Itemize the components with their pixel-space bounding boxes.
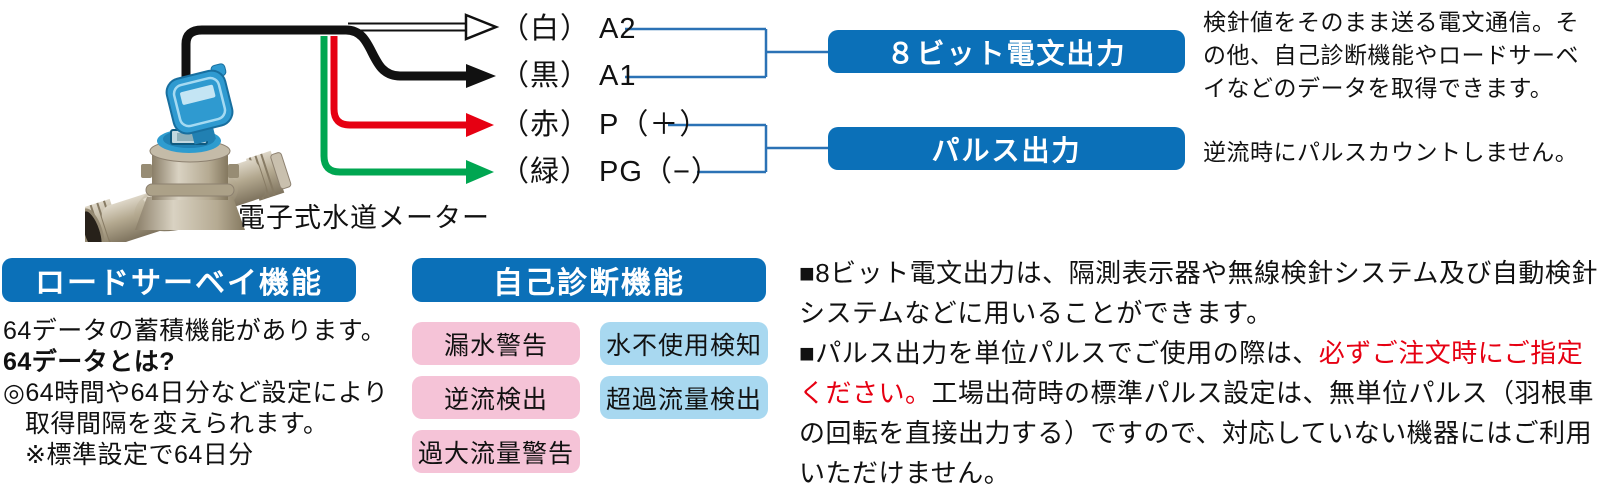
note-pulse-output: ■パルス出力を単位パルスでご使用の際は、必ずご注文時にご指定ください。工場出荷時…: [799, 333, 1600, 492]
wire-label-green-pg: （緑） PG（−）: [500, 156, 721, 188]
output-desc-pulse: 逆流時にパルスカウントしません。: [1203, 139, 1579, 165]
load-survey-line: 64データの蓄積機能があります。: [3, 317, 387, 345]
bracket-8bit: [625, 27, 828, 79]
output-desc-8bit: 検針値をそのまま送る電文通信。その他、自己診断機能やロードサーベイなどのデータを…: [1203, 9, 1579, 101]
water-meter-illustration: [85, 63, 292, 242]
chip-excessive-flow-warning: 過大流量警告: [412, 430, 580, 473]
output-box-pulse: パルス出力: [828, 127, 1185, 170]
wire-label-black-a1: （黒） A1: [500, 60, 637, 92]
chip-backflow-detection: 逆流検出: [412, 376, 580, 419]
white-wire-arrowhead: [464, 13, 500, 41]
note-8bit-output: ■8ビット電文出力は、隔測表示器や無線検針システム及び自動検針システムなどに用い…: [799, 258, 1598, 328]
wire-label-white-a2: （白） A2: [500, 13, 637, 45]
green-wire: [320, 36, 466, 176]
output-box-8bit: ８ビット電文出力: [828, 30, 1185, 73]
meter-lid-open: [165, 63, 234, 145]
chip-excess-flow-detection: 超過流量検出: [600, 376, 768, 419]
section-header-self-diagnosis: 自己診断機能: [412, 258, 766, 302]
load-survey-line: 取得間隔を変えられます。: [25, 410, 329, 438]
wire-label-red-p: （赤） P（＋）: [500, 109, 710, 141]
bracket-pulse: [668, 123, 828, 174]
black-wire-arrowhead: [466, 64, 496, 88]
meter-register-housing: [135, 139, 245, 230]
section-header-load-survey: ロードサーベイ機能: [2, 258, 356, 302]
red-wire-arrowhead: [466, 113, 494, 137]
chip-no-water-use-detection: 水不使用検知: [600, 322, 768, 365]
load-survey-line: ◎64時間や64日分など設定により: [3, 379, 389, 407]
load-survey-text: 64データの蓄積機能があります。 64データとは? ◎64時間や64日分など設定…: [3, 316, 403, 471]
meter-caption: 電子式水道メーター: [238, 203, 490, 233]
note-pulse-warning-red-text: 必ずご注文時にご指定ください。: [799, 338, 1584, 408]
load-survey-line: 64データとは?: [3, 348, 176, 376]
black-cable: [181, 25, 466, 140]
green-wire-arrowhead: [466, 160, 494, 184]
chip-leak-warning: 漏水警告: [412, 322, 580, 365]
wiring-diagram: [181, 13, 828, 184]
note-pulse-text-continued: 工場出荷時の標準パルス設定は、無単位パルス（羽根車の回転を直接出力する）ですので…: [799, 378, 1595, 488]
usage-notes: ■8ビット電文出力は、隔測表示器や無線検針システム及び自動検針システムなどに用い…: [799, 253, 1600, 492]
red-wire: [330, 36, 466, 129]
note-pulse-text: ■パルス出力を単位パルスでご使用の際は、: [799, 338, 1319, 368]
load-survey-line: ※標準設定で64日分: [25, 441, 254, 469]
